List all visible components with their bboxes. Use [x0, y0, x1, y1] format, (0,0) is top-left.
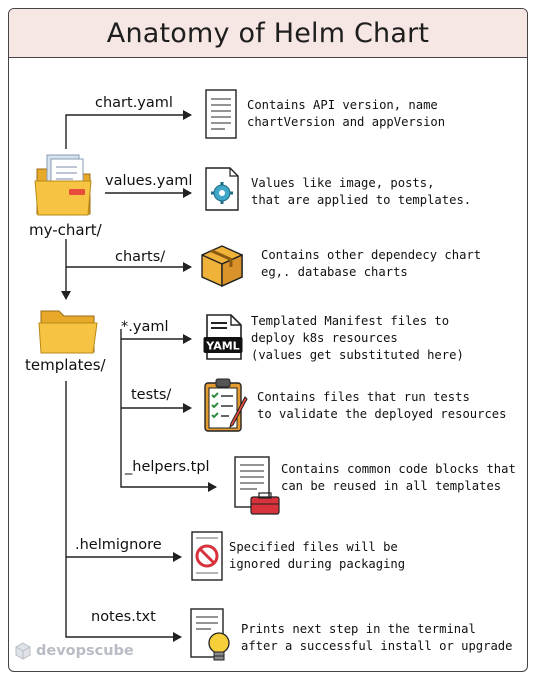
notes-description: Prints next step in the terminal after a… [241, 622, 513, 653]
star-yaml-label: *.yaml [121, 319, 169, 335]
values-yaml-label: values.yaml [105, 173, 193, 189]
cube-logo-icon [15, 642, 31, 660]
connector-lines [61, 110, 217, 642]
root-folder-label: my-chart/ [29, 221, 102, 239]
charts-description: Contains other dependecy chart eg,. data… [261, 248, 482, 279]
package-box-icon [201, 245, 243, 288]
helpers-description: Contains common code blocks that can be … [281, 462, 516, 493]
tests-description: Contains files that run tests to validat… [257, 390, 507, 421]
templates-folder-label: templates/ [25, 356, 106, 374]
title-bar: Anatomy of Helm Chart [9, 9, 527, 58]
yaml-file-icon: YAML [203, 314, 243, 360]
document-icon [205, 89, 237, 139]
diagram-title: Anatomy of Helm Chart [106, 17, 430, 49]
settings-document-icon [205, 167, 239, 211]
chart-yaml-label: chart.yaml [95, 95, 173, 111]
brand-name: devopscube [36, 643, 134, 659]
document-toolbox-icon [234, 456, 280, 515]
connector-chart-yaml [65, 110, 192, 149]
chart-yaml-description: Contains API version, name chartVersion … [247, 98, 446, 129]
open-folder-icon [38, 310, 98, 354]
star-yaml-description: Templated Manifest files to deploy k8s r… [251, 314, 464, 362]
connector-left-trunk [65, 381, 182, 642]
connector-templates-trunk [120, 329, 217, 492]
notes-lightbulb-icon [190, 608, 230, 661]
charts-label: charts/ [115, 249, 166, 265]
diagram-frame: Anatomy of Helm Chart [8, 8, 528, 672]
yaml-badge-text: YAML [205, 340, 239, 353]
tests-label: tests/ [131, 387, 172, 403]
values-yaml-description: Values like image, posts, that are appli… [251, 176, 472, 207]
helpers-label: _helpers.tpl [125, 459, 210, 475]
helmignore-label: .helmignore [75, 537, 162, 553]
blocked-document-icon [191, 531, 223, 581]
open-folder-with-files-icon [34, 154, 92, 216]
notes-label: notes.txt [91, 609, 156, 625]
brand-watermark: devopscube [14, 642, 134, 660]
checklist-clipboard-icon [204, 378, 248, 432]
helmignore-description: Specified files will be ignored during p… [229, 540, 406, 571]
